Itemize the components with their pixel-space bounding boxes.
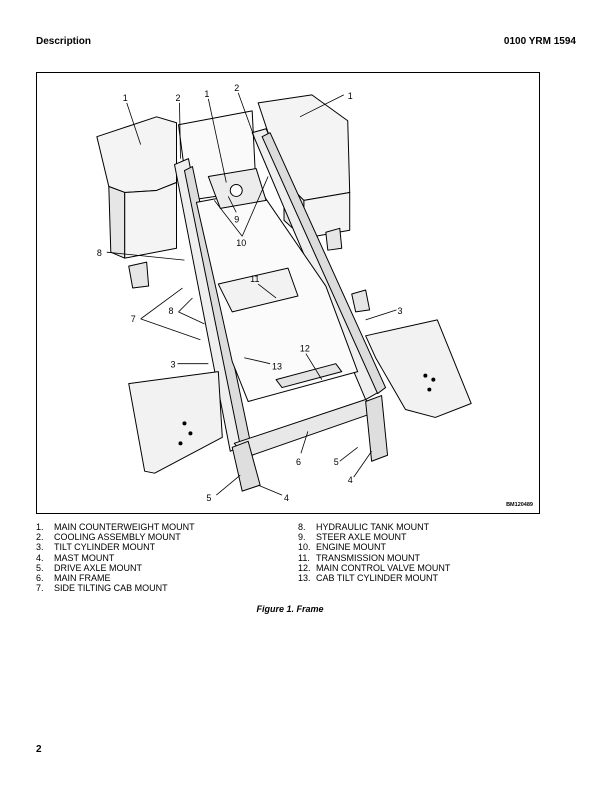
callout-8a: 8 [97, 248, 102, 258]
figure-caption: Figure 1. Frame [256, 604, 324, 614]
legend-number: 4. [36, 552, 44, 563]
legend-number: 13. [298, 573, 311, 584]
callout-13: 13 [272, 362, 282, 372]
legend-text: COOLING ASSEMBLY MOUNT [54, 532, 181, 543]
legend-text: ENGINE MOUNT [316, 542, 387, 553]
legend-number: 1. [36, 522, 44, 532]
legend-text: TRANSMISSION MOUNT [316, 552, 421, 563]
legend-item: 10. ENGINE MOUNT [298, 542, 548, 552]
callout-12: 12 [300, 344, 310, 354]
legend-item: 2. COOLING ASSEMBLY MOUNT [36, 532, 286, 542]
callout-2a: 2 [176, 93, 181, 103]
legend-text: MAST MOUNT [54, 552, 115, 563]
callout-8b: 8 [169, 306, 174, 316]
legend-item: 8. HYDRAULIC TANK MOUNT [298, 522, 548, 532]
legend-text: CAB TILT CYLINDER MOUNT [316, 573, 439, 584]
legend-right-column: 8. HYDRAULIC TANK MOUNT 9. STEER AXLE MOUN… [298, 522, 548, 583]
legend-number: 10. [298, 542, 311, 553]
legend-text: MAIN CONTROL VALVE MOUNT [316, 562, 451, 573]
legend-number: 5. [36, 562, 44, 573]
callout-1c: 1 [348, 91, 353, 101]
legend-number: 12. [298, 562, 311, 573]
frame-illustration: 1 2 1 2 1 8 9 10 11 7 8 3 3 13 12 6 5 4 … [96, 83, 472, 503]
legend-item: 6. MAIN FRAME [36, 573, 286, 583]
legend-number: 9. [298, 532, 306, 543]
legend-text: HYDRAULIC TANK MOUNT [316, 522, 430, 532]
legend-item: 11. TRANSMISSION MOUNT [298, 553, 548, 563]
callout-6: 6 [296, 457, 301, 467]
header-document-id: 0100 YRM 1594 [503, 36, 576, 47]
callout-7: 7 [131, 314, 136, 324]
callout-11: 11 [250, 274, 259, 284]
legend-item: 12. MAIN CONTROL VALVE MOUNT [298, 563, 548, 573]
legend-item: 5. DRIVE AXLE MOUNT [36, 563, 286, 573]
legend-item: 1. MAIN COUNTERWEIGHT MOUNT [36, 522, 286, 532]
legend-number: 7. [36, 583, 44, 594]
callout-5a: 5 [334, 457, 339, 467]
legend-text: DRIVE AXLE MOUNT [54, 562, 143, 573]
legend-text: SIDE TILTING CAB MOUNT [54, 583, 168, 594]
legend-item: 4. MAST MOUNT [36, 553, 286, 563]
callout-3b: 3 [171, 360, 176, 370]
legend-item: 7. SIDE TILTING CAB MOUNT [36, 583, 286, 593]
legend-text: MAIN FRAME [54, 573, 111, 584]
callout-5b: 5 [206, 493, 211, 503]
callout-2b: 2 [234, 83, 239, 93]
legend-text: STEER AXLE MOUNT [316, 532, 407, 543]
legend-text: MAIN COUNTERWEIGHT MOUNT [54, 522, 195, 532]
left-step [128, 371, 223, 474]
frame-figure: 1 2 1 2 1 8 9 10 11 7 8 3 3 13 12 6 5 4 … [36, 72, 540, 514]
legend-number: 6. [36, 573, 44, 584]
legend-item: 3. TILT CYLINDER MOUNT [36, 542, 286, 552]
legend-number: 2. [36, 532, 44, 543]
legend-number: 11. [298, 552, 310, 563]
right-mast-mount [365, 395, 389, 462]
callout-4a: 4 [348, 475, 353, 485]
left-counterweight [96, 116, 178, 193]
legend-number: 8. [298, 522, 306, 532]
legend-item: 13. CAB TILT CYLINDER MOUNT [298, 573, 548, 583]
callout-9: 9 [234, 214, 239, 224]
callout-1a: 1 [123, 93, 128, 103]
right-step [365, 319, 472, 418]
callout-3a: 3 [398, 306, 403, 316]
legend-text: TILT CYLINDER MOUNT [54, 542, 156, 553]
callout-1b: 1 [204, 89, 209, 99]
figure-id: BM120489 [506, 502, 533, 508]
header-section-title: Description [36, 36, 92, 47]
callout-4b: 4 [284, 493, 289, 503]
legend-item: 9. STEER AXLE MOUNT [298, 532, 548, 542]
page-number: 2 [36, 744, 42, 755]
callout-10: 10 [236, 238, 246, 248]
legend-number: 3. [36, 542, 44, 553]
legend-left-column: 1. MAIN COUNTERWEIGHT MOUNT 2. COOLING ASS… [36, 522, 286, 593]
